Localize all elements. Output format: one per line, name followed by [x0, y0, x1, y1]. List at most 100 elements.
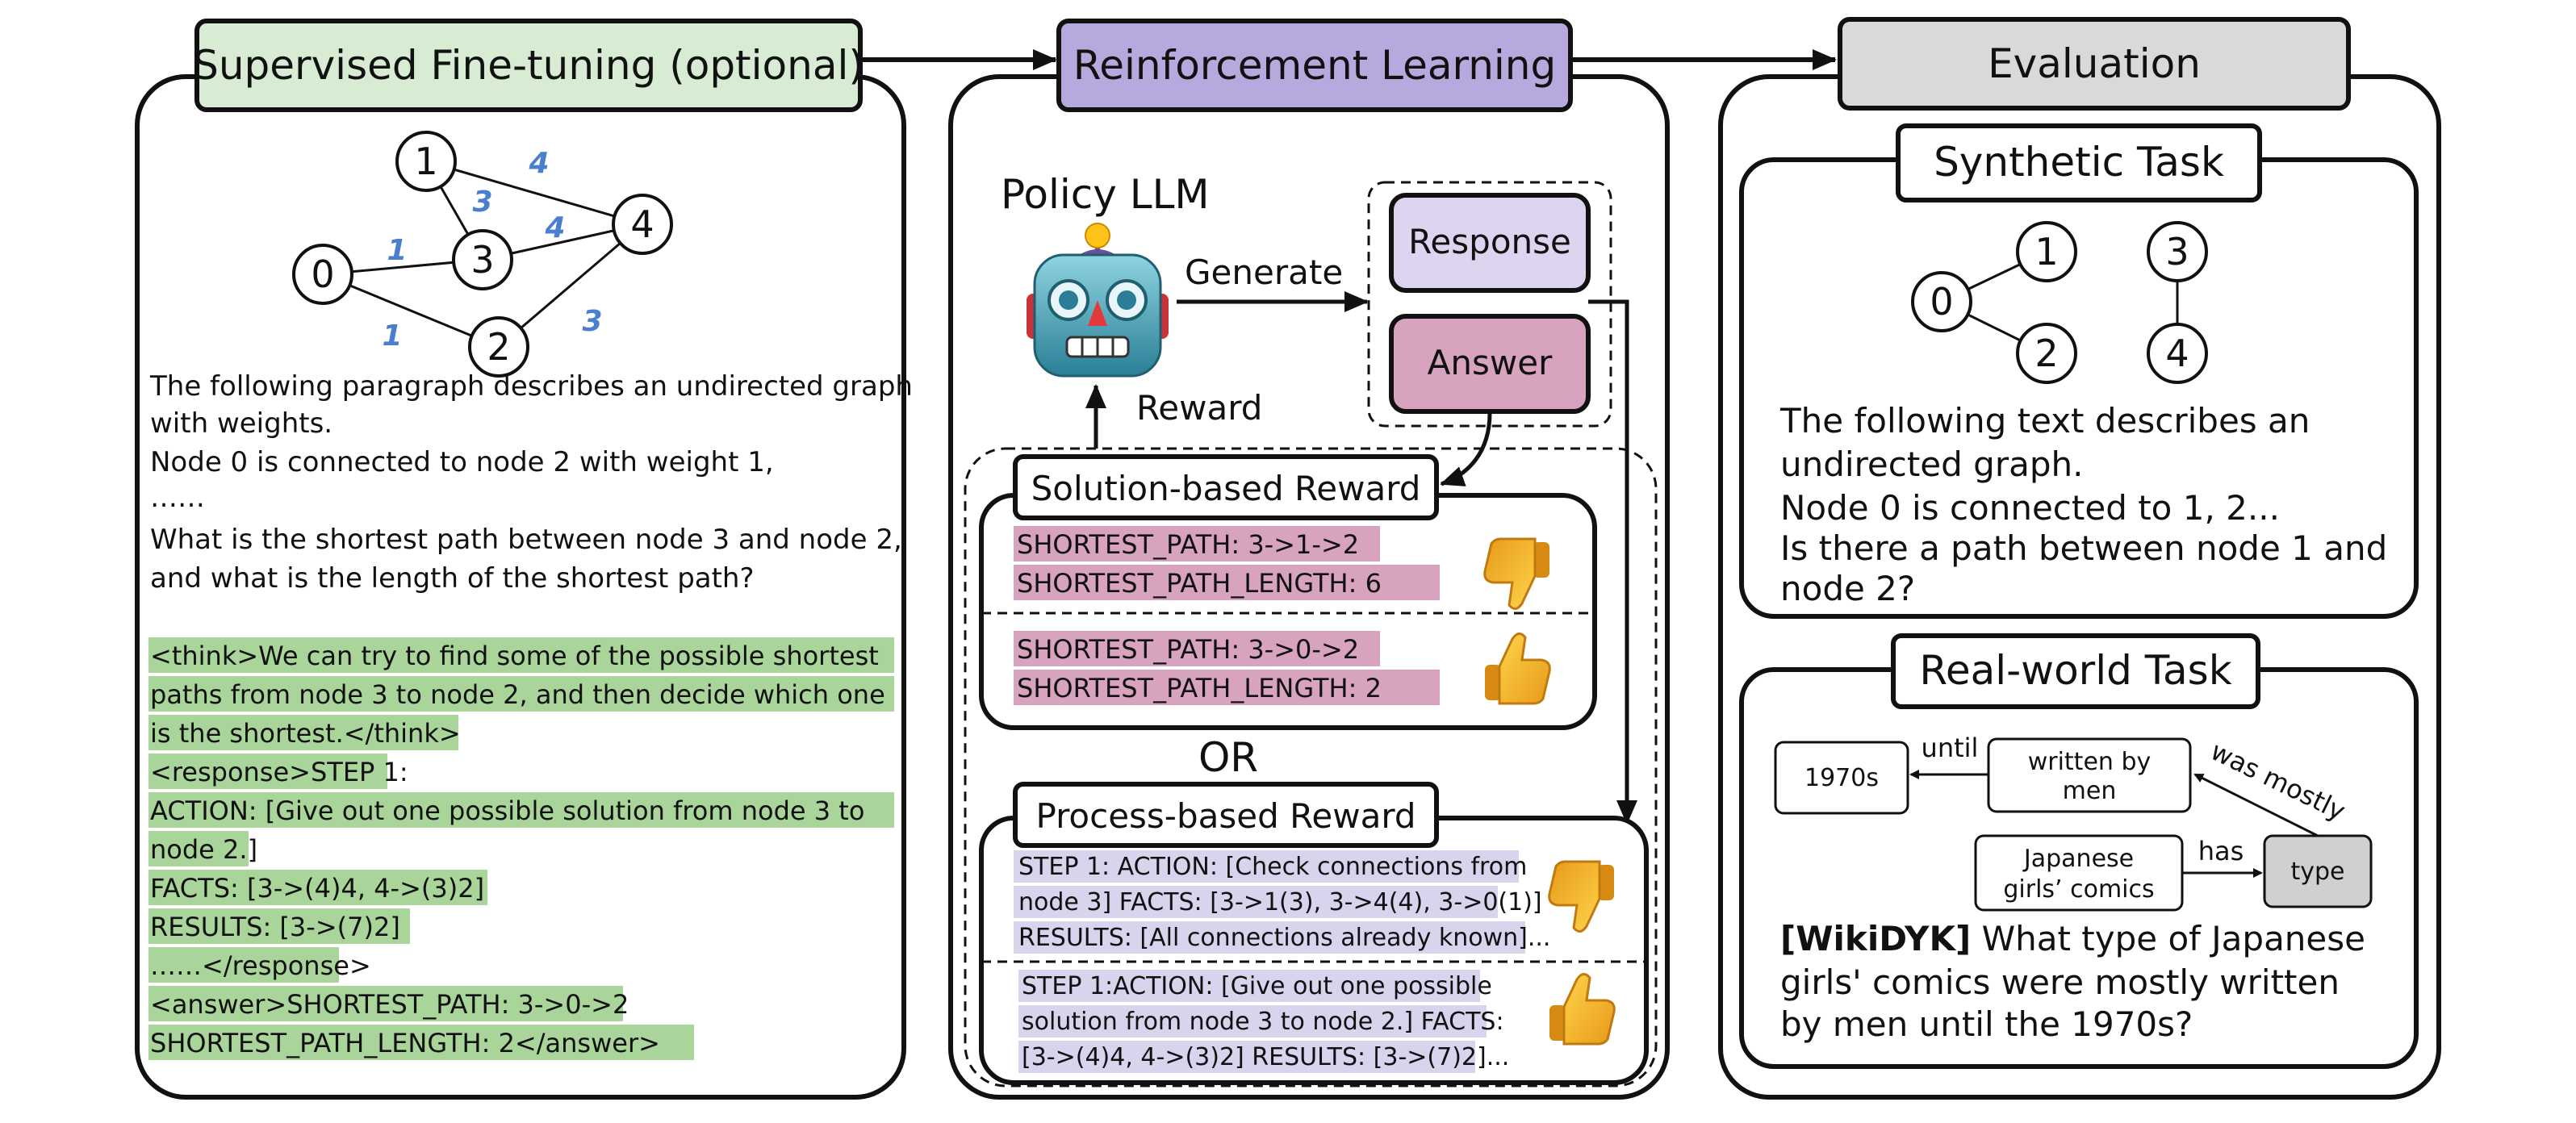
sft-answer-highlights — [148, 637, 894, 1060]
kg-node-1970s-label: 1970s — [1804, 764, 1879, 792]
solution-bad-highlight — [1014, 565, 1440, 600]
process-bad-line: node 3] FACTS: [3->1(3), 3->4(4), 3->0(1… — [1018, 888, 1542, 916]
graph-node-label: 4 — [630, 202, 654, 246]
realworld-task-title: Real-world Task — [1919, 647, 2231, 694]
graph-node-label: 2 — [487, 325, 510, 369]
question-line: What is the shortest path between node 3… — [150, 524, 902, 556]
graph-node-0 — [292, 244, 353, 305]
edge-weight: 3 — [472, 186, 492, 219]
output-container — [1367, 181, 1612, 428]
synthetic-line: Node 0 is connected to 1, 2... — [1780, 488, 2280, 528]
reward-region — [964, 447, 1658, 1088]
answer-line: <think>We can try to find some of the po… — [150, 641, 879, 671]
graph-node-4 — [612, 194, 673, 255]
answer-line: ……</response> — [150, 950, 371, 981]
solution-bad-highlight — [1014, 526, 1380, 562]
answer-line: <response>STEP 1: — [150, 757, 408, 787]
synthetic-node-2 — [2016, 323, 2077, 384]
question-line: Node 0 is connected to node 2 with weigh… — [150, 446, 774, 478]
kg-node-written-label: men — [2063, 777, 2117, 805]
answer-line: <answer>SHORTEST_PATH: 3->0->2 — [150, 989, 629, 1020]
edge-weight: 4 — [544, 211, 565, 244]
generate-label: Generate — [1185, 253, 1343, 292]
realworld-question-line: girls' comics were mostly written — [1780, 962, 2340, 1002]
answer-box-label: Answer — [1428, 343, 1553, 382]
process-good-line: STEP 1:ACTION: [Give out one possible — [1022, 972, 1492, 1000]
sft-answer: <think>We can try to find some of the po… — [150, 641, 885, 1058]
solution-reward-title-box — [1013, 454, 1439, 520]
edge-weight: 3 — [582, 305, 602, 338]
synthetic-node-3 — [2147, 221, 2208, 282]
answer-box — [1389, 314, 1591, 414]
answer-line: SHORTEST_PATH_LENGTH: 2</answer> — [150, 1028, 660, 1058]
solution-bad-line: SHORTEST_PATH: 3->1->2 — [1017, 529, 1359, 560]
process-reward-title-box — [1013, 782, 1439, 848]
process-good-line: [3->(4)4, 4->(3)2] RESULTS: [3->(7)2]... — [1022, 1043, 1509, 1071]
sft-header-title: Supervised Fine-tuning (optional) — [193, 42, 864, 89]
thumbs-up-icon — [1485, 632, 1551, 705]
graph-node-1 — [395, 131, 457, 192]
answer-line: FACTS: [3->(4)4, 4->(3)2] — [150, 873, 484, 904]
process-reward-title: Process-based Reward — [1035, 796, 1416, 836]
synthetic-node-label: 4 — [2165, 332, 2189, 375]
process-bad-line: STEP 1: ACTION: [Check connections from — [1018, 853, 1527, 881]
kg-edge-until-label: until — [1922, 733, 1979, 763]
synthetic-line: Is there a path between node 1 and — [1780, 528, 2387, 568]
kg-node-1970s — [1774, 741, 1909, 815]
answer-line: is the shortest.</think> — [150, 718, 461, 749]
process-good-highlights — [1018, 970, 1487, 1073]
synthetic-node-1 — [2016, 221, 2077, 282]
realworld-question-line: [WikiDYK] What type of Japanese — [1780, 919, 2365, 958]
answer-line: ACTION: [Give out one possible solution … — [150, 795, 864, 826]
synthetic-task-title: Synthetic Task — [1934, 139, 2224, 186]
answer-line: RESULTS: [3->(7)2] — [150, 912, 400, 942]
synthetic-task-title-box — [1896, 123, 2262, 202]
reward-label: Reward — [1136, 388, 1262, 428]
rl-header-box — [1056, 19, 1573, 112]
process-bad-line: RESULTS: [All connections already known]… — [1018, 924, 1550, 952]
solution-bad-line: SHORTEST_PATH_LENGTH: 6 — [1017, 568, 1382, 599]
graph-node-label: 0 — [311, 253, 334, 296]
graph-node-3 — [452, 229, 513, 290]
robot-icon — [1027, 223, 1169, 378]
solution-good-line: SHORTEST_PATH: 3->0->2 — [1017, 634, 1359, 665]
solution-reward-title: Solution-based Reward — [1031, 469, 1421, 508]
edge-weight: 4 — [528, 147, 549, 180]
synthetic-line: The following text describes an — [1779, 401, 2310, 440]
arrow-answer-to-solution — [1440, 412, 1492, 486]
synthetic-node-label: 1 — [2034, 230, 2058, 273]
kg-edge-was-mostly — [2193, 773, 2319, 837]
synthetic-node-label: 3 — [2165, 230, 2189, 273]
answer-line: paths from node 3 to node 2, and then de… — [150, 679, 885, 710]
synthetic-node-4 — [2147, 323, 2208, 384]
thumbs-up-icon — [1549, 973, 1616, 1046]
realworld-task-title-box — [1891, 633, 2260, 709]
arrow-response-to-process — [1588, 299, 1637, 825]
sft-header-box — [194, 19, 863, 112]
synthetic-node-label: 2 — [2034, 332, 2058, 375]
solution-good-highlight — [1014, 670, 1440, 705]
response-box — [1389, 193, 1591, 293]
kg-node-type-label: type — [2290, 858, 2344, 886]
solution-good-highlight — [1014, 631, 1380, 666]
question-line: with weights. — [150, 407, 332, 440]
response-box-label: Response — [1408, 222, 1571, 261]
question-line: …… — [150, 482, 205, 514]
eval-header-title: Evaluation — [1988, 40, 2201, 87]
question-text: What type of Japanese — [1971, 919, 2365, 958]
sft-graph-nodes: 0 1 2 3 4 — [292, 131, 673, 378]
thumbs-down-icon — [1548, 860, 1614, 933]
question-line: The following paragraph describes an und… — [149, 370, 913, 403]
thumbs-down-icon — [1483, 537, 1549, 610]
edge-weight: 1 — [387, 234, 407, 267]
synthetic-node-0 — [1911, 271, 1972, 332]
kg-node-japanese-label: Japanese — [2022, 845, 2134, 873]
kg-edge-has-label: has — [2198, 836, 2244, 866]
eval-header-box — [1838, 17, 2351, 111]
rl-header-title: Reinforcement Learning — [1073, 42, 1556, 89]
synthetic-node-label: 0 — [1930, 280, 1953, 324]
synthetic-text: The following text describes an undirect… — [1779, 401, 2387, 608]
question-line: and what is the length of the shortest p… — [150, 562, 755, 595]
policy-llm-label: Policy LLM — [1001, 171, 1210, 218]
